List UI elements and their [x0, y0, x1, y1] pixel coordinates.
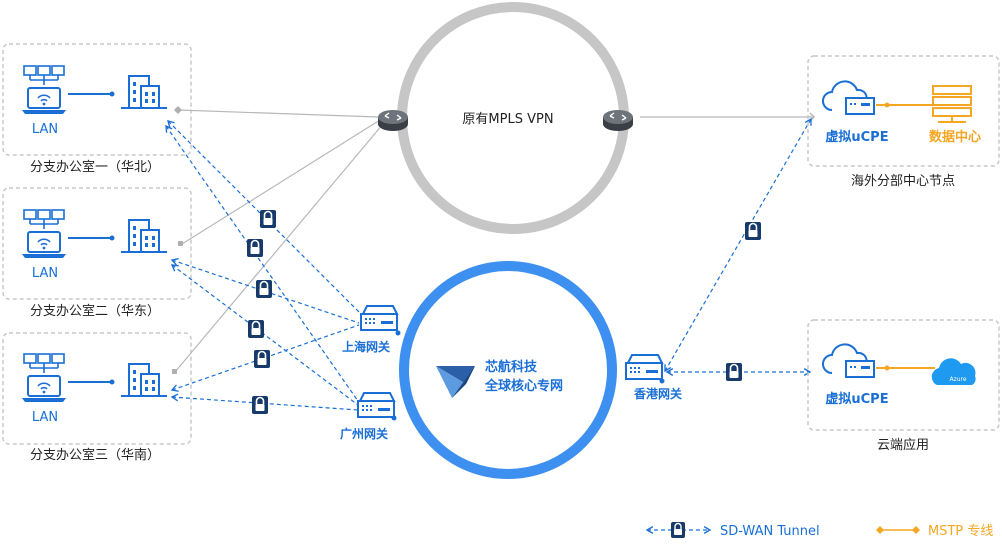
lock-icon: [255, 279, 273, 299]
lan-icon: [21, 353, 67, 403]
branch-3-caption: 分支办公室三（华南）: [30, 447, 160, 463]
branch-2-box: [2, 187, 192, 300]
cloud-ucpe-label: 虚拟uCPE: [825, 391, 888, 407]
cloud-ucpe-icon: [822, 80, 875, 115]
data-center-label: 数据中心: [929, 129, 981, 145]
lan-icon: [21, 209, 67, 259]
data-center-icon: [932, 85, 972, 123]
legend-mstp-label: MSTP 专线: [928, 524, 993, 539]
cloud-ucpe-icon: [822, 343, 875, 378]
overseas-ucpe-label: 虚拟uCPE: [825, 129, 888, 145]
legend-mstp: MSTP 专线: [876, 524, 993, 539]
lock-icon: [725, 362, 743, 382]
lock-icon: [251, 395, 269, 415]
branch-1-box: [2, 43, 192, 156]
branch-1-caption: 分支办公室一（华北）: [30, 159, 160, 175]
lock-icon: [246, 238, 264, 258]
gateway-icon: [357, 392, 395, 418]
guangzhou-gateway-label: 广州网关: [340, 426, 388, 441]
building-icon: [120, 363, 168, 397]
legend-sdwan-label: SD-WAN Tunnel: [720, 524, 820, 539]
branch-2-lan-label: LAN: [32, 266, 58, 281]
lock-icon: [253, 349, 271, 369]
overseas-node-box: [807, 55, 1000, 167]
mpls-vpn-label: 原有MPLS VPN: [462, 112, 553, 127]
azure-cloud-icon: Azure: [931, 358, 976, 385]
branch-2-caption: 分支办公室二（华东）: [30, 303, 160, 319]
router-icon: [377, 109, 409, 132]
overseas-caption: 海外分部中心节点: [851, 174, 955, 189]
branch-3-lan-label: LAN: [32, 410, 58, 425]
legend-sdwan: SD-WAN Tunnel: [645, 521, 820, 539]
gateway-icon: [360, 305, 398, 331]
branch-1-lan-label: LAN: [32, 122, 58, 137]
branch-3-box: [2, 332, 192, 445]
core-title-line2: 全球核心专网: [484, 378, 563, 394]
router-icon: [602, 109, 634, 132]
cloud-app-caption: 云端应用: [877, 437, 929, 453]
building-icon: [120, 75, 168, 109]
core-title-line1: 芯航科技: [485, 359, 538, 375]
building-icon: [120, 219, 168, 253]
shanghai-gateway-label: 上海网关: [342, 339, 390, 354]
xinhang-logo-icon: [436, 366, 475, 398]
azure-label: Azure: [949, 376, 966, 383]
hongkong-gateway-label: 香港网关: [633, 386, 682, 401]
lock-icon: [259, 209, 277, 229]
lock-icon: [247, 319, 265, 339]
lock-icon: [744, 221, 762, 241]
lan-icon: [21, 65, 67, 115]
cloud-app-box: [807, 319, 1000, 431]
gateway-icon: [625, 354, 663, 380]
core-network-ring: [399, 261, 617, 479]
